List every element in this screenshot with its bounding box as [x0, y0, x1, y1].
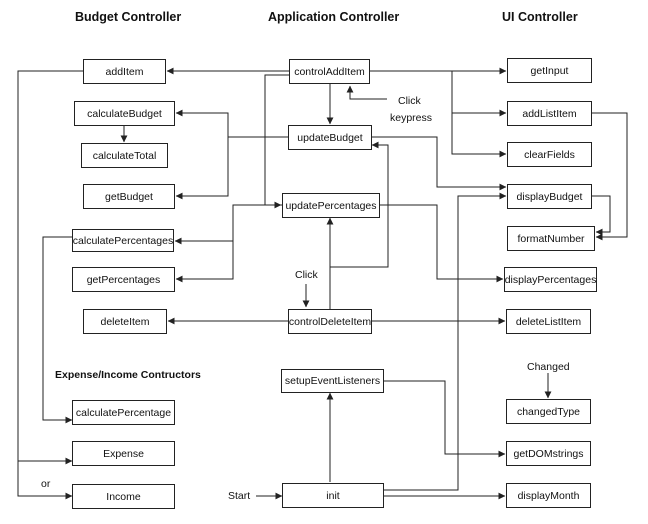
arrow-calculatepercentages-to-calculatepercentage [42, 236, 74, 424]
arrow-updatebudget-to-displaybudget [372, 136, 507, 191]
arrow-updatepercentages-to-getpercentages [175, 241, 234, 283]
node-additem: addItem [83, 59, 166, 84]
node-getbudget: getBudget [83, 184, 175, 209]
arrow-addlistitem-to-formatnumber [592, 112, 628, 241]
node-getdomstrings: getDOMstrings [506, 441, 591, 466]
node-getinput: getInput [507, 58, 592, 83]
node-changedtype: changedType [506, 399, 591, 424]
arrow-controldeleteitem-to-updatebudget [330, 141, 389, 268]
node-calculatebudget: calculateBudget [74, 101, 175, 126]
node-clearfields: clearFields [507, 142, 592, 167]
node-calculatepercentage: calculatePercentage [72, 400, 175, 425]
label-click-keypress-2: keypress [390, 112, 433, 124]
node-controldeleteitem: controlDeleteItem [288, 309, 372, 334]
node-addlistitem: addListItem [507, 101, 592, 126]
label-constructors: Expense/Income Contructors [55, 369, 201, 381]
node-deleteitem: deleteItem [83, 309, 167, 334]
arrow-updatebudget-to-calculatebudget [175, 109, 288, 138]
node-controladditem: controlAddItem [289, 59, 370, 84]
arrow-setupeventlisteners-to-getdomstrings [384, 380, 506, 458]
arrow-updatepercentages-to-displaypercentages [380, 204, 504, 283]
node-updatepercentages: updatePercentages [282, 193, 380, 218]
arrow-updatebudget-to-getbudget [175, 137, 229, 200]
node-expense: Expense [72, 441, 175, 466]
node-init: init [282, 483, 384, 508]
node-updatebudget: updateBudget [288, 125, 372, 150]
node-getpercentages: getPercentages [72, 267, 175, 292]
arrow-init-to-displaybudget [384, 192, 507, 491]
arrow-controladditem-to-addlistitem [451, 71, 507, 117]
label-or: or [41, 478, 51, 490]
header-application-controller: Application Controller [268, 10, 400, 24]
node-displaymonth: displayMonth [506, 483, 591, 508]
arrow-controladditem-to-clearfields [451, 113, 507, 158]
arrow-click-to-controladditem [346, 85, 387, 100]
arrow-displaybudget-to-formatnumber [592, 195, 611, 236]
node-calculatetotal: calculateTotal [81, 143, 168, 168]
node-displaybudget: displayBudget [507, 184, 592, 209]
header-budget-controller: Budget Controller [75, 10, 182, 24]
node-setupeventlisteners: setupEventListeners [281, 369, 384, 393]
label-changed: Changed [527, 361, 570, 373]
label-start: Start [228, 490, 251, 502]
node-deletelistitem: deleteListItem [506, 309, 591, 334]
header-ui-controller: UI Controller [502, 10, 578, 24]
node-displaypercentages: displayPercentages [504, 267, 597, 292]
label-click-keypress-1: Click [398, 95, 421, 107]
arrow-controladditem-to-updatepercentages [264, 74, 289, 209]
arrow-updatepercentages-to-calculatepercentages [174, 204, 282, 245]
node-calculatepercentages: calculatePercentages [72, 229, 174, 252]
label-click-delete: Click [295, 269, 318, 281]
node-income: Income [72, 484, 175, 509]
line-additem-left [17, 70, 83, 500]
node-formatnumber: formatNumber [507, 226, 595, 251]
